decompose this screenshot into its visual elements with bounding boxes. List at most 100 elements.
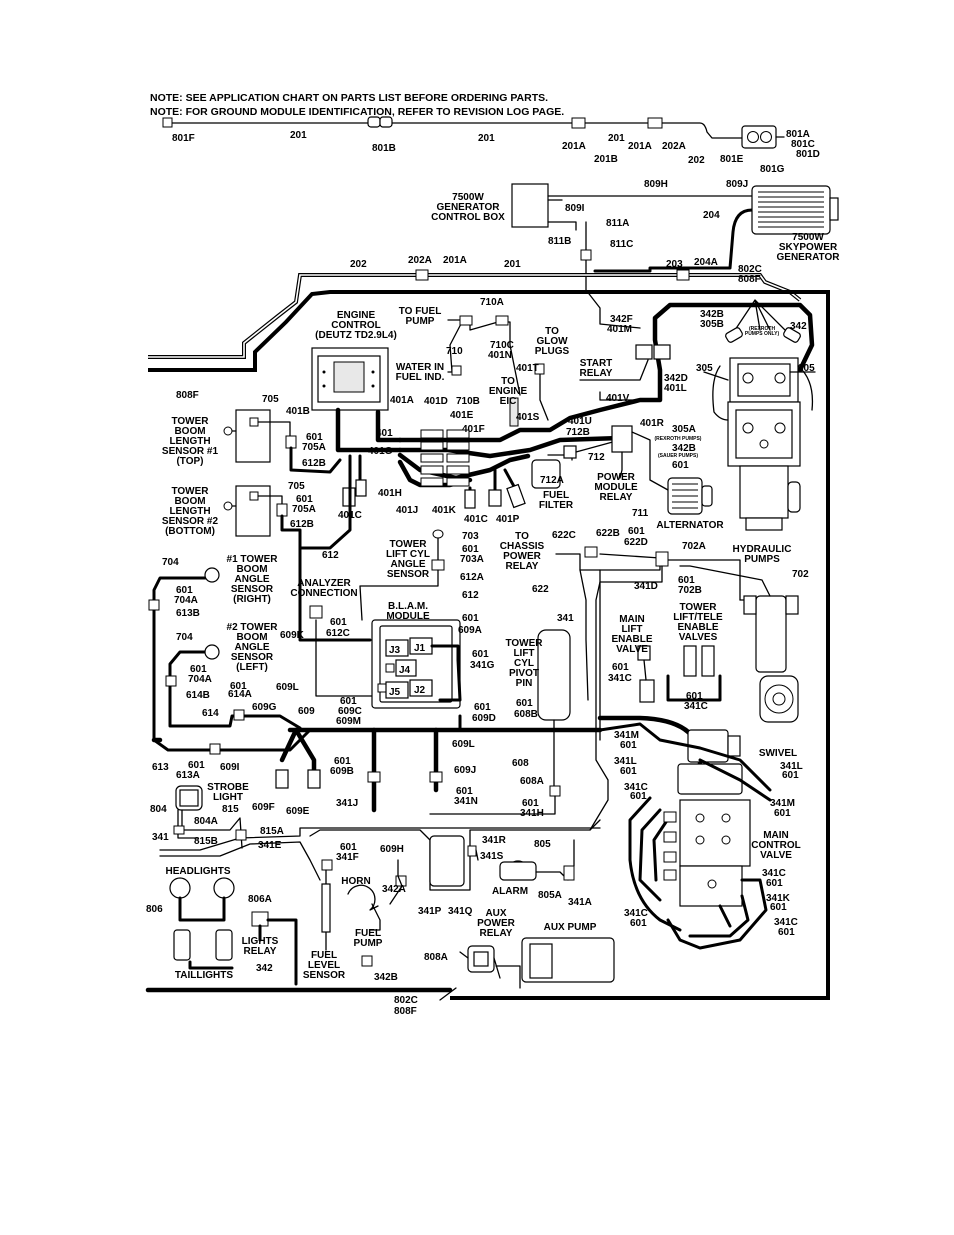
w201a-b-label: 201A — [628, 141, 652, 152]
w401l-label: 401L — [664, 383, 687, 394]
label-line: HYDRAULIC — [733, 544, 792, 555]
skypower-generator-icon — [751, 185, 839, 235]
headlights-label: HEADLIGHTS — [166, 866, 231, 877]
w712-label: 712 — [588, 452, 605, 463]
w601-ad-label: 601 — [766, 878, 783, 889]
label-line: RELAY — [506, 561, 539, 572]
lower-harness — [151, 715, 703, 891]
alternator-label: ALTERNATOR — [656, 520, 724, 531]
label-line: LIGHTS — [242, 936, 279, 947]
label-line: MAIN — [763, 830, 789, 841]
label-line: TO — [515, 531, 529, 542]
label-line: VALVES — [679, 632, 718, 643]
w612c-label: 612C — [326, 628, 350, 639]
w601-d-label: 601 — [462, 544, 479, 555]
label-line: ANGLE — [235, 574, 270, 585]
blam-port-j4: J4 — [385, 659, 417, 677]
w702-label: 702 — [792, 569, 809, 580]
label-line: MAIN — [619, 614, 645, 625]
label-line: (RIGHT) — [233, 594, 271, 605]
w710-label: 710 — [446, 346, 463, 357]
w305-a-label: 305 — [696, 363, 713, 374]
w609m-label: 609M — [336, 716, 361, 727]
label-line: ENGINE — [489, 386, 528, 397]
label-line: PLUGS — [535, 346, 570, 357]
w601-s-label: 601 — [334, 756, 351, 767]
label-line: PUMP — [354, 938, 383, 949]
w609-a-label: 609 — [298, 706, 315, 717]
w705-a-label: 705 — [262, 394, 279, 405]
w705a-b-label: 705A — [292, 504, 316, 515]
w601-c-label: 601 — [296, 494, 313, 505]
label-line: SENSOR — [231, 652, 274, 663]
w801g-label: 801G — [760, 164, 785, 175]
label-line: ANGLE — [391, 559, 426, 570]
label-line: GLOW — [536, 336, 568, 347]
w401d-label: 401D — [424, 396, 448, 407]
w609e-label: 609E — [286, 806, 310, 817]
w601-w-label: 601 — [620, 766, 637, 777]
w702b-label: 702B — [678, 585, 702, 596]
w815-label: 815 — [222, 804, 239, 815]
w609g-label: 609G — [252, 702, 277, 713]
w401a-label: 401A — [390, 395, 414, 406]
w341s-label: 341S — [480, 851, 504, 862]
label-line: TOWER — [171, 416, 209, 427]
w801a-label: 801A — [786, 129, 810, 140]
w801c-label: 801C — [791, 139, 815, 150]
w202-b-label: 202 — [350, 259, 367, 270]
w608-label: 608 — [512, 758, 529, 769]
w341a-label: 341A — [568, 897, 592, 908]
w401n-label: 401N — [488, 350, 512, 361]
w804a-label: 804A — [194, 816, 218, 827]
w802c-b-label: 802C — [394, 995, 418, 1006]
blam-j2-label: J2 — [414, 685, 426, 696]
w622-label: 622 — [532, 584, 549, 595]
w401e-label: 401E — [450, 410, 474, 421]
w201-d-label: 201 — [504, 259, 521, 270]
label-line: LIFT — [513, 648, 534, 659]
w711-label: 711 — [632, 508, 649, 519]
taillights-label: TAILLIGHTS — [175, 970, 233, 981]
w601-ac-label: 601 — [770, 902, 787, 913]
w401u-label: 401U — [568, 416, 592, 427]
alternator-icon — [667, 477, 713, 515]
w201-a-label: 201 — [290, 130, 307, 141]
w341m-a-label: 341M — [614, 730, 639, 741]
w601-j-label: 601 — [472, 649, 489, 660]
w202a-b-label: 202A — [408, 255, 432, 266]
w609l-b-label: 609L — [452, 739, 475, 750]
label-line: PUMPS — [744, 554, 780, 565]
w609b-label: 609B — [330, 766, 354, 777]
w601-h-label: 601 — [330, 617, 347, 628]
w401g-label: 401G — [368, 446, 393, 457]
w601-n-label: 601 — [340, 696, 357, 707]
label-line: PUMP — [406, 316, 435, 327]
w341n-label: 341N — [454, 796, 478, 807]
label-line: (REXROTH — [749, 326, 776, 332]
label-line: (TOP) — [176, 456, 203, 467]
w601-ab-label: 601 — [630, 918, 647, 929]
blam-j3-label: J3 — [389, 645, 401, 656]
w614-label: 614 — [202, 708, 219, 719]
w341e-label: 341E — [258, 840, 282, 851]
w704a-a-label: 704A — [174, 595, 198, 606]
w703-label: 703 — [462, 531, 479, 542]
label-line: LIFT — [621, 624, 642, 635]
w705a-a-label: 705A — [302, 442, 326, 453]
w401f-label: 401F — [462, 424, 485, 435]
w601-i-label: 601 — [462, 613, 479, 624]
engine-section — [311, 302, 815, 515]
label-line: POWER — [597, 472, 636, 483]
engine-control-icon — [311, 347, 389, 411]
